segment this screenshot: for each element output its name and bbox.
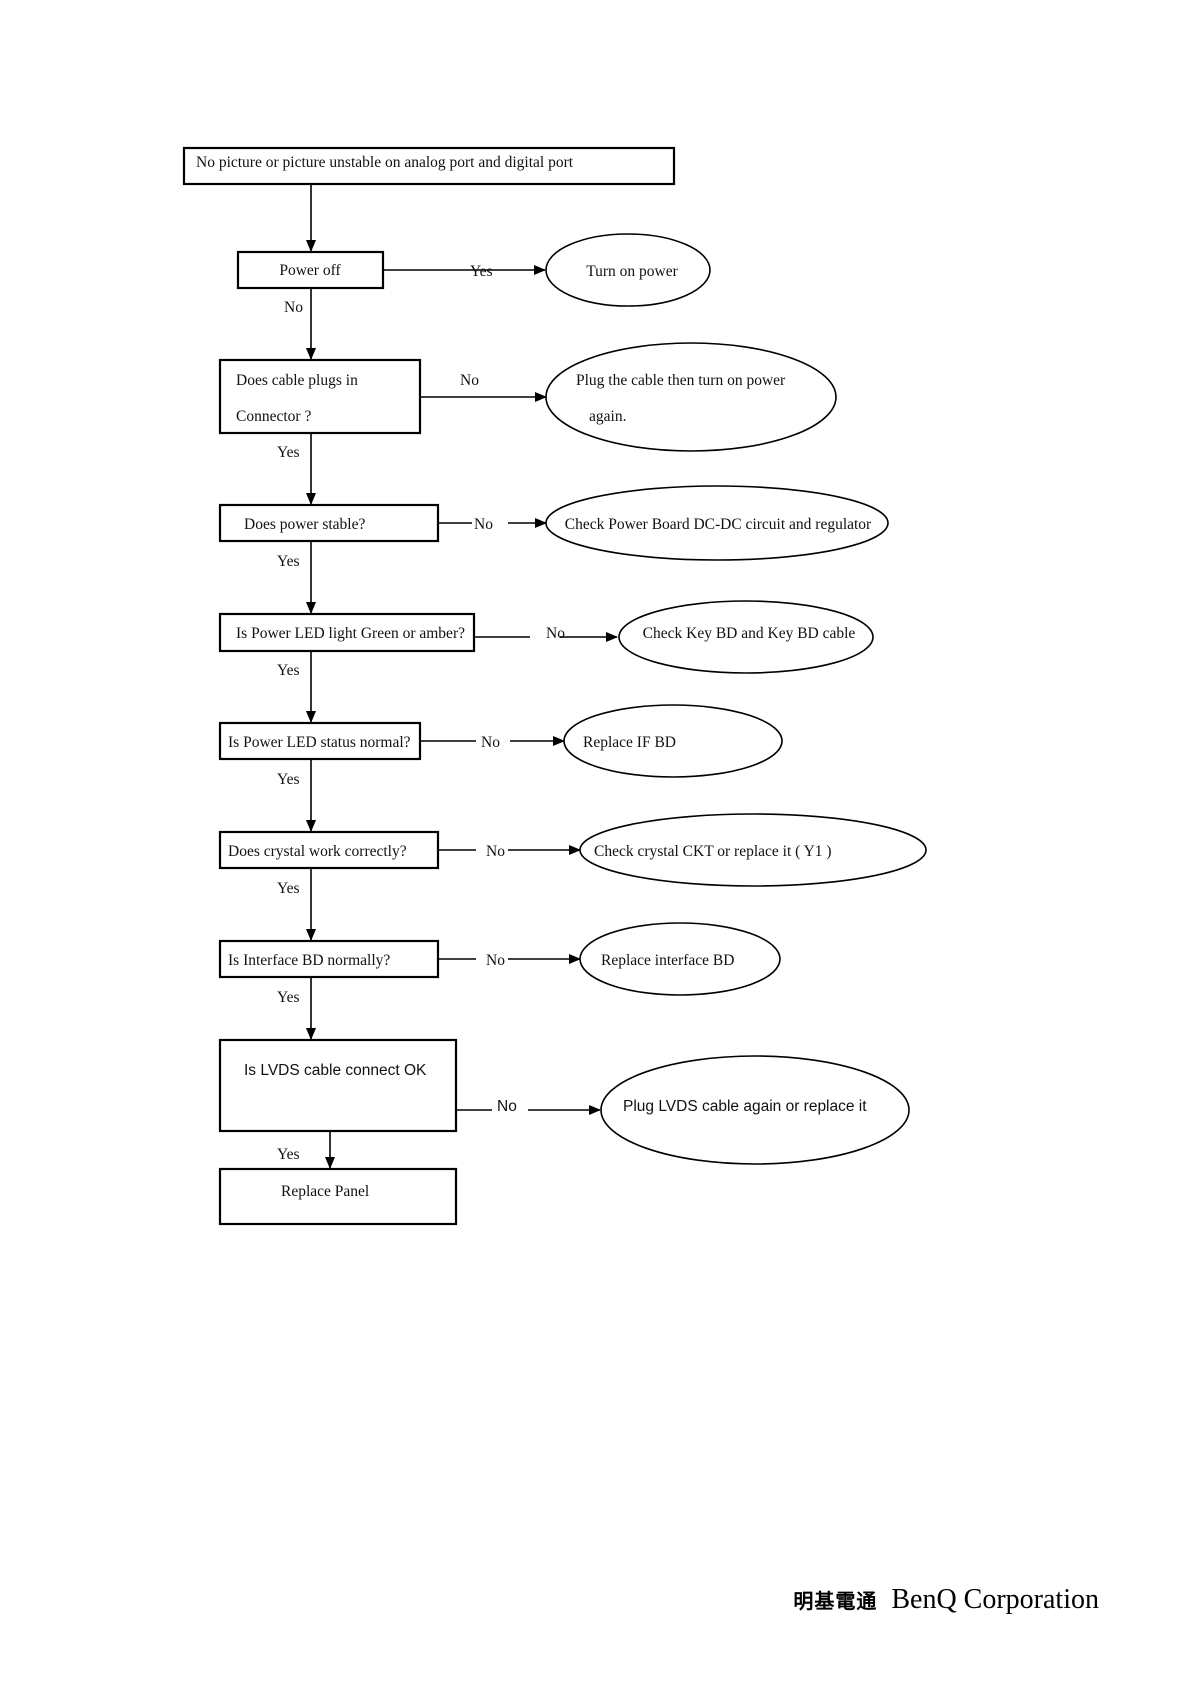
crystal-no-label: No <box>486 843 505 860</box>
footer-company-name: BenQ Corporation <box>891 1584 1099 1615</box>
interface-bd-text: Is Interface BD normally? <box>228 952 390 969</box>
start-text: No picture or picture unstable on analog… <box>196 154 574 171</box>
power-off-no-label: No <box>284 299 303 316</box>
check-power-board-oval <box>545 485 889 561</box>
turn-on-power-text: Turn on power <box>586 263 678 280</box>
plug-cable-oval <box>545 342 837 452</box>
cable-plugs-text-2: Connector ? <box>236 408 311 425</box>
interface-bd-no-label: No <box>486 952 505 969</box>
power-off-text: Power off <box>279 262 341 279</box>
check-key-bd-oval <box>618 600 874 674</box>
lvds-text: Is LVDS cable connect OK <box>244 1062 427 1079</box>
plug-lvds-text: Plug LVDS cable again or replace it <box>623 1098 867 1115</box>
plug-cable-text-1: Plug the cable then turn on power <box>576 372 786 389</box>
lvds-no-label: No <box>497 1098 517 1115</box>
power-off-yes-label: Yes <box>470 263 493 280</box>
replace-interface-bd-text: Replace interface BD <box>601 952 734 969</box>
led-light-yes-label: Yes <box>277 662 300 679</box>
interface-bd-yes-label: Yes <box>277 989 300 1006</box>
led-status-text: Is Power LED status normal? <box>228 734 411 751</box>
check-crystal-oval <box>579 813 927 887</box>
cable-plugs-text-1: Does cable plugs in <box>236 372 358 389</box>
check-crystal-text: Check crystal CKT or replace it ( Y1 ) <box>594 843 832 860</box>
replace-panel-text: Replace Panel <box>281 1183 369 1200</box>
replace-if-bd-text: Replace IF BD <box>583 734 676 751</box>
power-stable-text: Does power stable? <box>244 516 365 533</box>
replace-if-bd-oval <box>563 704 783 778</box>
footer-brand: 明基電通 BenQ Corporation <box>793 1584 1099 1616</box>
plug-lvds-oval <box>600 1055 910 1165</box>
cable-plugs-yes-label: Yes <box>277 444 300 461</box>
turn-on-power-oval <box>545 233 711 307</box>
led-light-no-label: No <box>546 625 565 642</box>
led-light-box <box>218 612 476 653</box>
crystal-yes-label: Yes <box>277 880 300 897</box>
lvds-box <box>218 1038 458 1133</box>
start-box <box>182 146 676 186</box>
crystal-box <box>218 830 440 870</box>
power-stable-yes-label: Yes <box>277 553 300 570</box>
check-power-board-text: Check Power Board DC-DC circuit and regu… <box>565 516 872 533</box>
check-key-bd-text: Check Key BD and Key BD cable <box>643 625 856 642</box>
interface-bd-box <box>218 939 440 979</box>
replace-interface-bd-oval <box>579 922 781 996</box>
led-status-box <box>218 721 422 761</box>
led-status-no-label: No <box>481 734 500 751</box>
power-stable-no-label: No <box>474 516 493 533</box>
power-off-box <box>236 250 385 290</box>
plug-cable-text-2: again. <box>589 408 626 425</box>
lvds-yes-label: Yes <box>277 1146 300 1163</box>
footer-cjk-logo: 明基電通 <box>793 1589 878 1613</box>
led-status-yes-label: Yes <box>277 771 300 788</box>
cable-plugs-no-label: No <box>460 372 479 389</box>
led-light-text: Is Power LED light Green or amber? <box>236 625 465 642</box>
replace-panel-box <box>218 1167 458 1226</box>
crystal-text: Does crystal work correctly? <box>228 843 407 860</box>
